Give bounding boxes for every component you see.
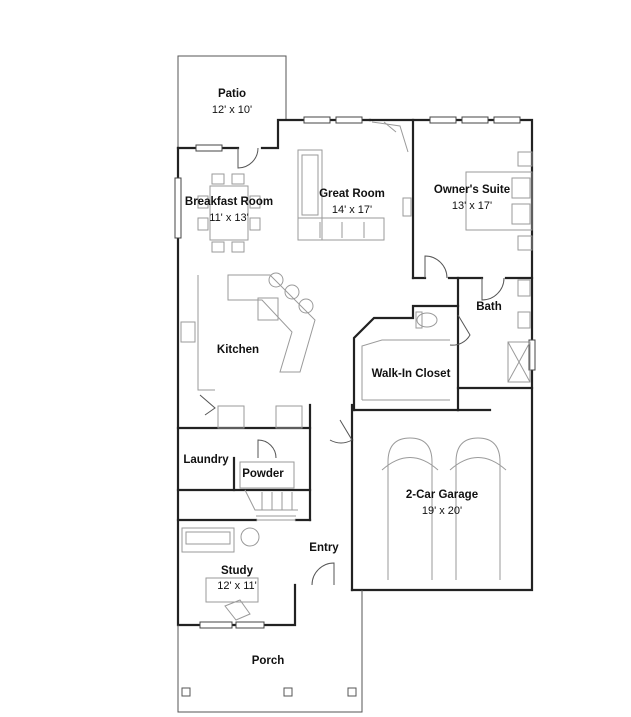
garage-cars <box>381 437 507 580</box>
owners-suite-dimension: 13' x 17' <box>452 200 492 212</box>
garage-label: 2-Car Garage <box>406 489 478 501</box>
entry-label: Entry <box>309 542 339 554</box>
breakfast-room-dimension: 11' x 13' <box>209 212 248 224</box>
study-furniture <box>181 461 295 621</box>
garage-dimension: 19' x 20' <box>422 505 462 517</box>
great-room-label: Great Room <box>319 188 385 200</box>
porch-outline <box>177 590 363 713</box>
patio-outline <box>177 55 287 148</box>
bath-label: Bath <box>476 301 502 313</box>
laundry-label: Laundry <box>183 454 229 466</box>
walk-in-closet-label: Walk-In Closet <box>372 368 451 380</box>
breakfast-table <box>197 173 261 253</box>
kitchen-island <box>180 272 316 429</box>
study-dimension: 12' x 11' <box>217 580 256 592</box>
breakfast-room-label: Breakfast Room <box>185 196 273 208</box>
interior-walls <box>176 118 534 522</box>
closet-shelving <box>361 339 450 401</box>
kitchen-label: Kitchen <box>217 344 259 356</box>
porch-label: Porch <box>252 655 285 667</box>
door-swings <box>199 147 505 586</box>
powder-label: Powder <box>242 468 284 480</box>
great-room-furniture <box>297 121 412 241</box>
owners-suite-label: Owner's Suite <box>434 184 510 196</box>
great-room-dimension: 14' x 17' <box>332 204 372 216</box>
study-label: Study <box>221 565 254 577</box>
stairs <box>244 489 298 521</box>
patio-label: Patio <box>218 88 246 100</box>
bath-fixtures <box>415 279 531 383</box>
owners-bed <box>465 151 533 251</box>
patio-dimension: 12' x 10' <box>212 104 252 116</box>
windows <box>174 116 536 629</box>
